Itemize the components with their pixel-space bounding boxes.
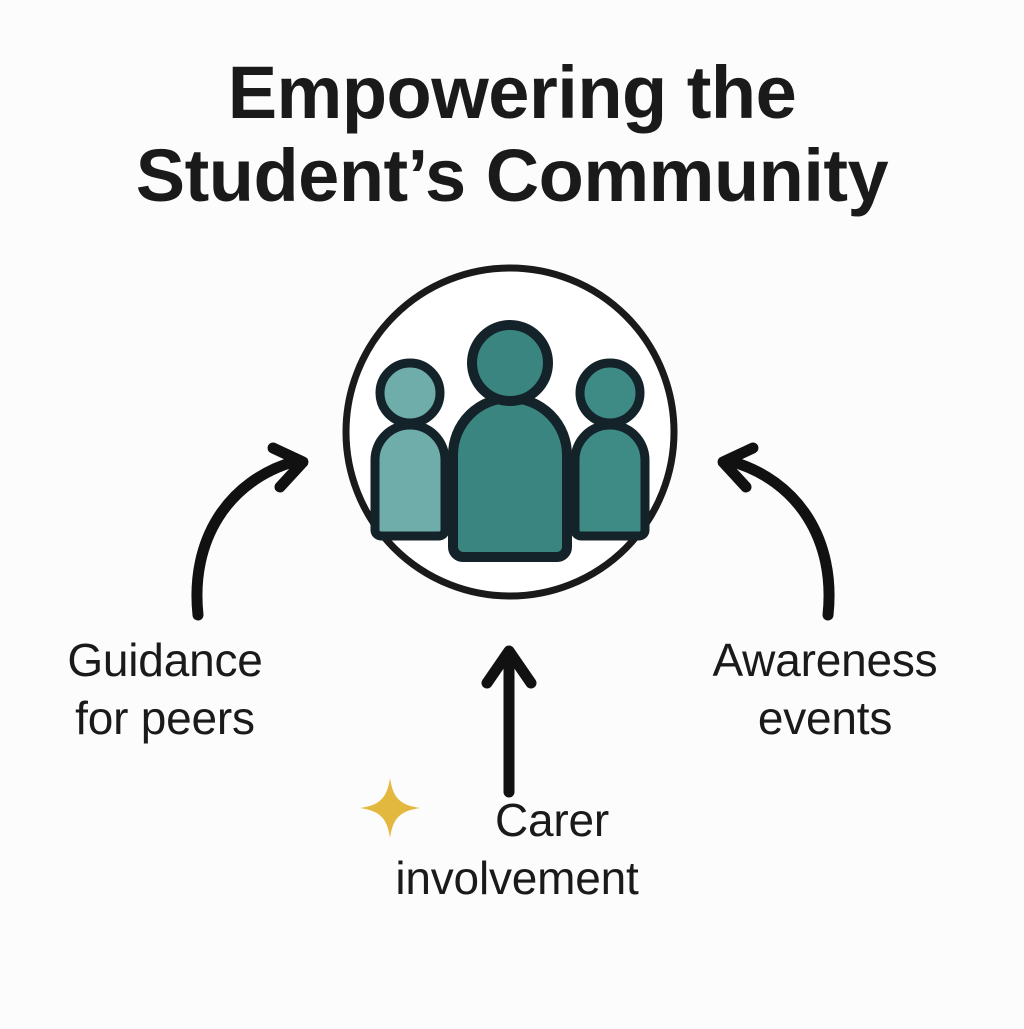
community-people-icon [335, 255, 685, 610]
figure-right [570, 358, 650, 541]
label-carer-line-2: involvement [395, 851, 639, 904]
arrow-right-curved [717, 442, 835, 621]
page-title-line-2: Student’s Community [135, 133, 889, 217]
page-title: Empowering the Student’s Community [0, 51, 1024, 218]
sparkle-star-icon [358, 776, 422, 840]
page-title-line-1: Empowering the [227, 51, 797, 134]
label-awareness-line-1: Awareness [712, 634, 938, 686]
figure-left [370, 358, 450, 541]
figure-center [448, 320, 572, 562]
label-guidance-line-1: Guidance [67, 634, 263, 686]
label-carer-line-1: Carer [494, 794, 610, 846]
arrow-left-curved [191, 442, 309, 621]
label-awareness-events: Awareness events [660, 632, 990, 747]
label-carer-involvement: Carer involvement [322, 792, 712, 907]
arrow-center-straight [481, 645, 537, 798]
label-guidance-for-peers: Guidance for peers [0, 632, 330, 747]
label-guidance-line-2: for peers [75, 691, 255, 744]
label-awareness-line-2: events [757, 691, 893, 744]
